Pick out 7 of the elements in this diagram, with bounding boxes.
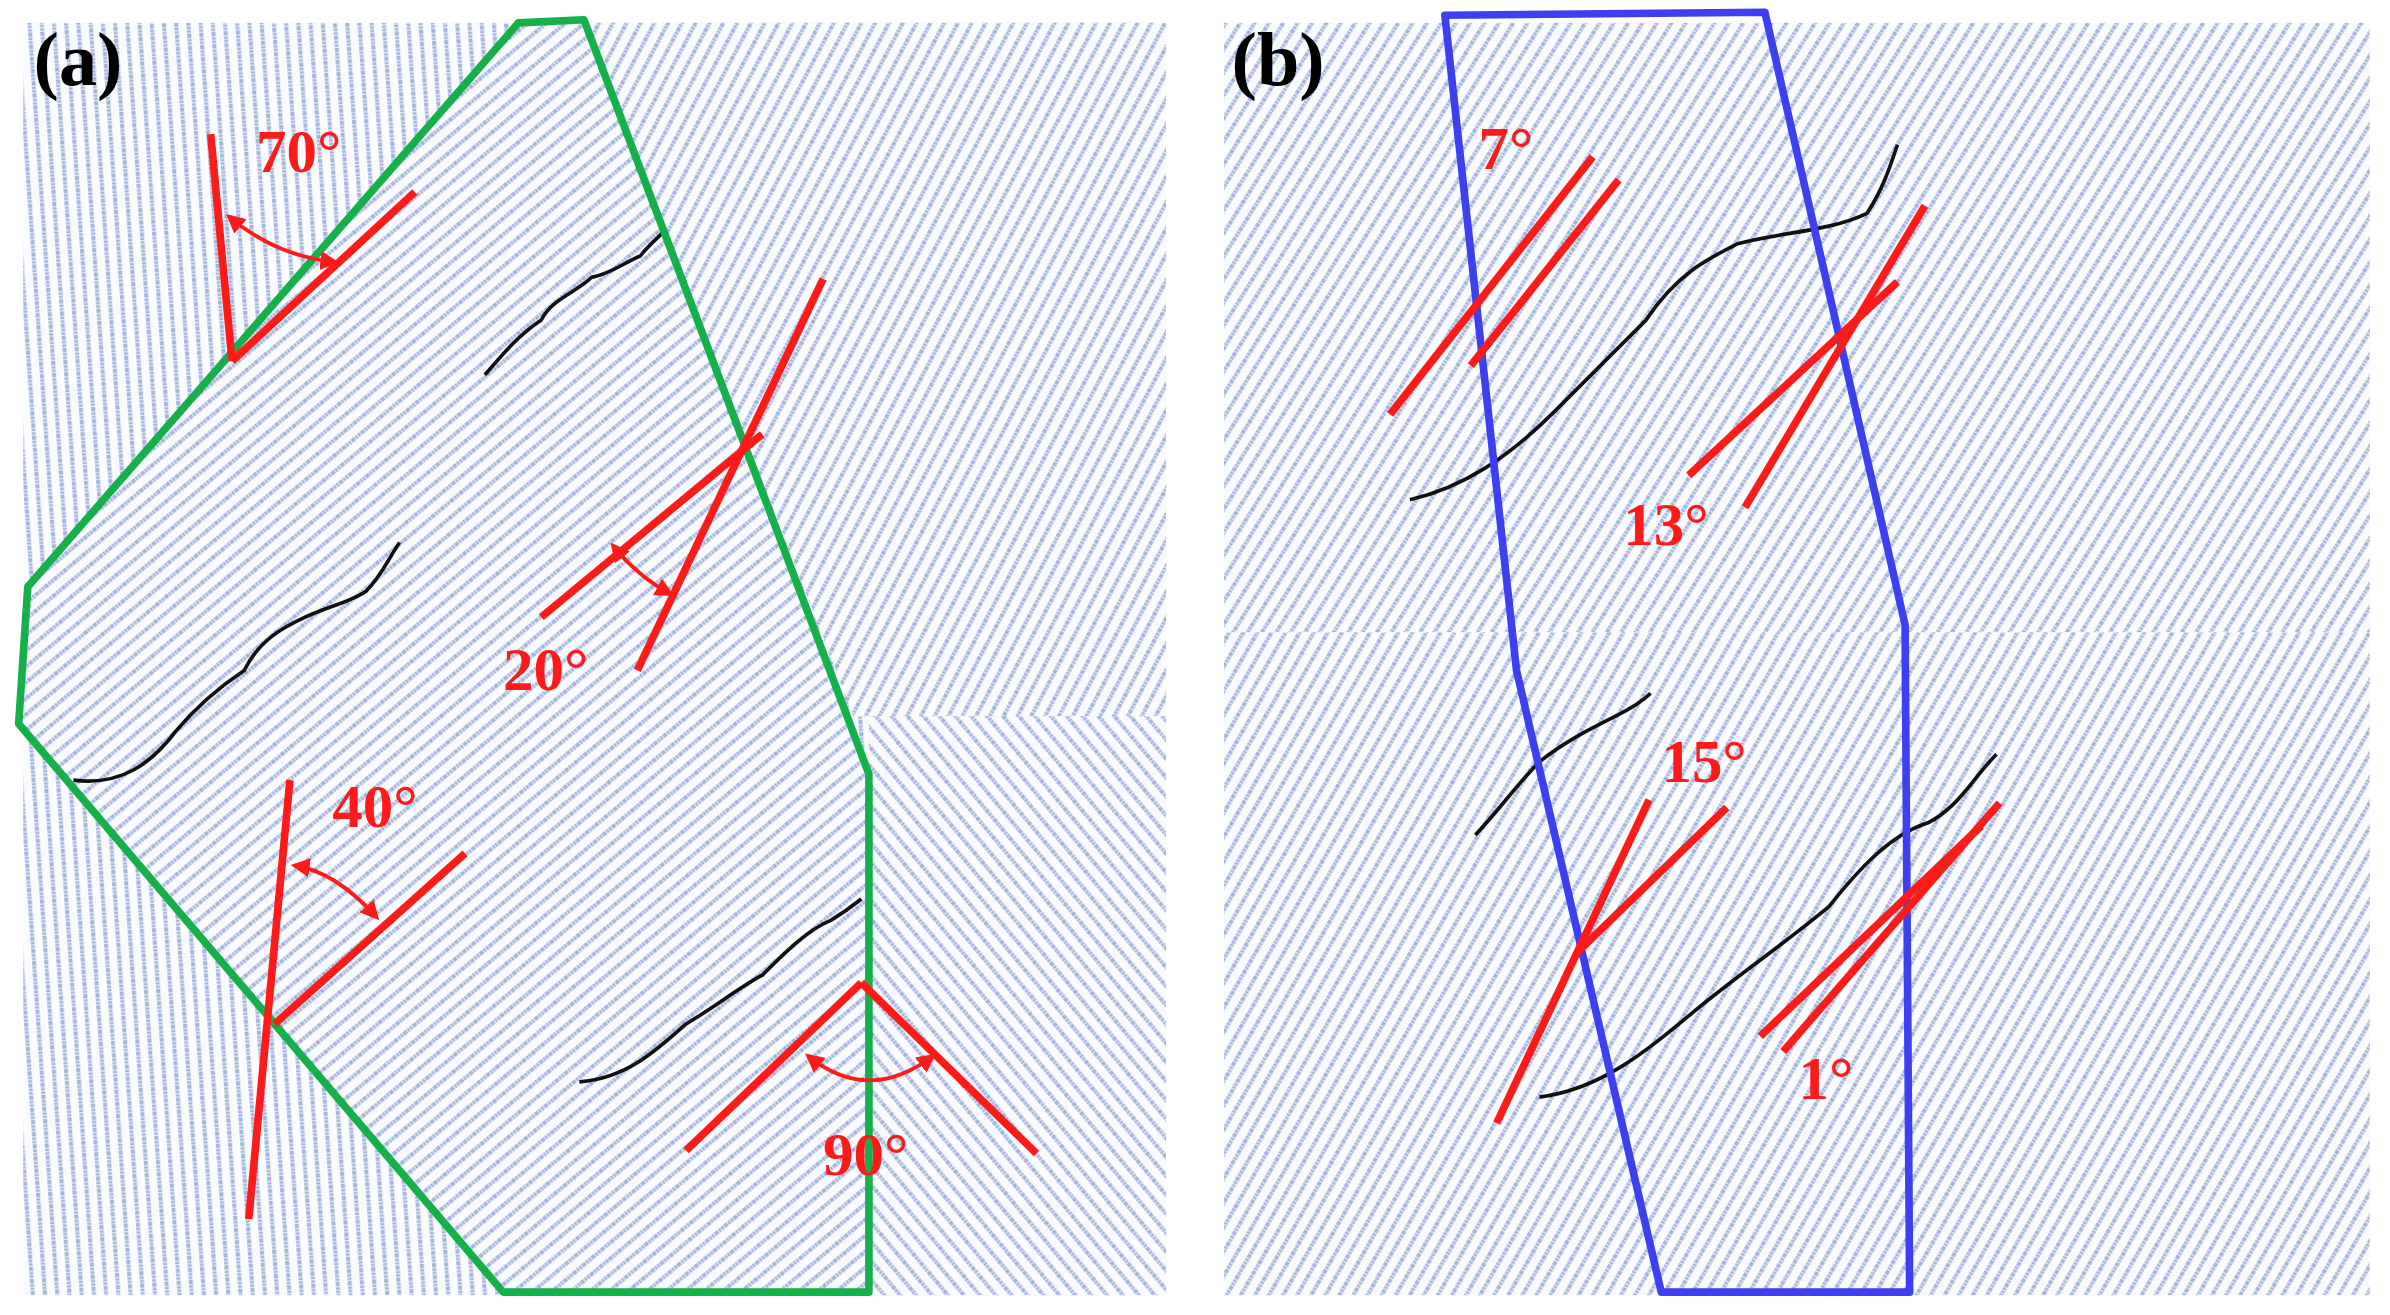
angle-label: 13° — [1623, 495, 1709, 557]
angle-label: 7° — [1478, 118, 1534, 180]
angle-label: 20° — [503, 640, 589, 702]
angle-label: 70° — [256, 121, 342, 183]
angle-label: 1° — [1798, 1048, 1854, 1110]
angle-label: 40° — [332, 777, 418, 839]
angle-label: 15° — [1661, 731, 1747, 793]
